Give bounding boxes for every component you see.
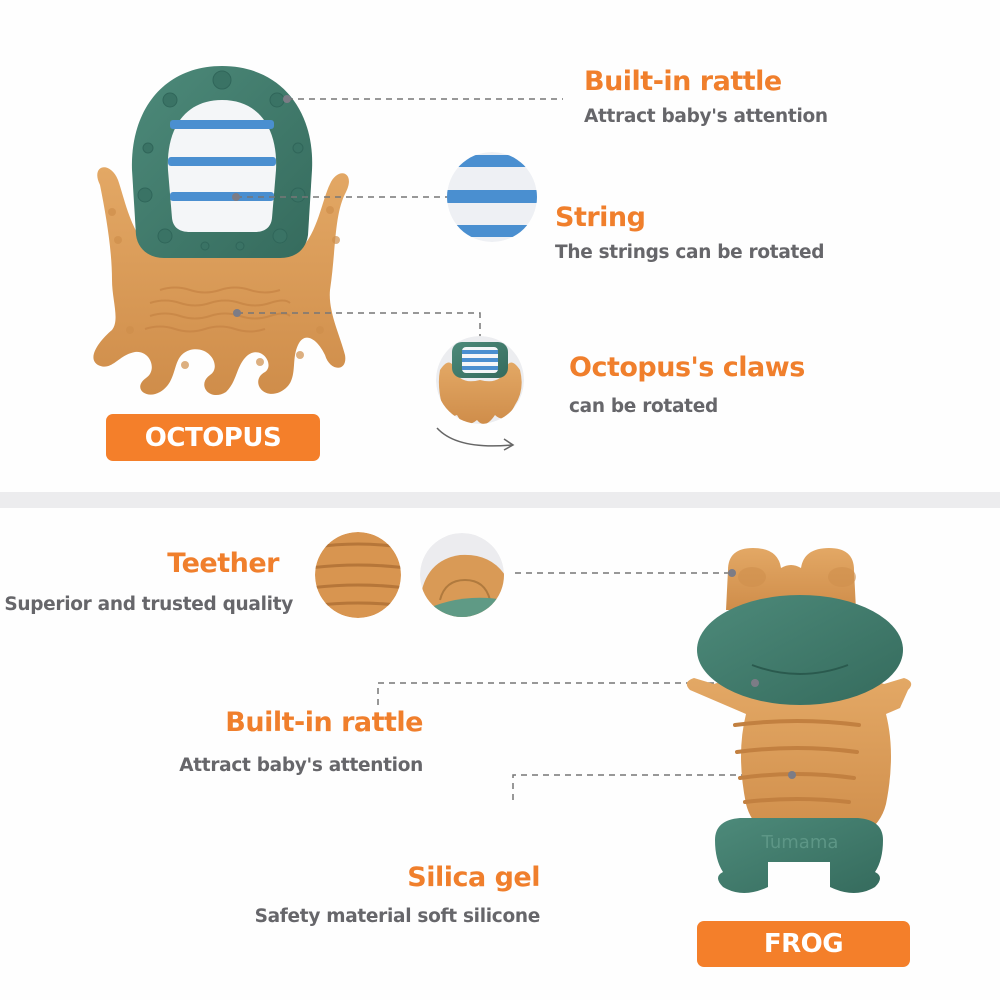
feature-title-built-in-rattle-bottom: Built-in rattle bbox=[225, 707, 423, 738]
octopus-toy-image bbox=[93, 66, 349, 396]
feature-subtitle-silica-gel: Safety material soft silicone bbox=[254, 906, 541, 927]
feature-subtitle-octopus-claws: can be rotated bbox=[569, 396, 718, 417]
feature-title-built-in-rattle-top: Built-in rattle bbox=[584, 66, 782, 97]
feature-title-octopus-claws: Octopus's claws bbox=[569, 352, 805, 383]
frog-toy-image: Tumama bbox=[686, 548, 912, 893]
feature-subtitle-built-in-rattle-bottom: Attract baby's attention bbox=[179, 755, 423, 776]
feature-title-silica-gel: Silica gel bbox=[407, 862, 540, 893]
frog-product-label: FROG bbox=[697, 921, 910, 967]
rotate-arrow-icon bbox=[436, 427, 513, 447]
feature-subtitle-built-in-rattle-top: Attract baby's attention bbox=[584, 106, 828, 127]
section-divider bbox=[0, 492, 1000, 508]
feature-subtitle-string: The strings can be rotated bbox=[555, 242, 825, 263]
teether-closeup-image-2 bbox=[420, 533, 504, 617]
feature-title-teether: Teether bbox=[167, 548, 279, 579]
leader-lines-top bbox=[236, 98, 563, 340]
svg-text:Tumama: Tumama bbox=[761, 832, 839, 853]
teether-closeup-image-1 bbox=[315, 532, 401, 618]
leader-lines-bottom bbox=[377, 572, 790, 800]
string-closeup-image bbox=[447, 152, 537, 242]
feature-subtitle-teether: Superior and trusted quality bbox=[4, 594, 293, 615]
feature-title-string: String bbox=[555, 202, 646, 233]
octopus-rotation-image bbox=[436, 336, 524, 451]
octopus-product-label: OCTOPUS bbox=[106, 414, 320, 461]
